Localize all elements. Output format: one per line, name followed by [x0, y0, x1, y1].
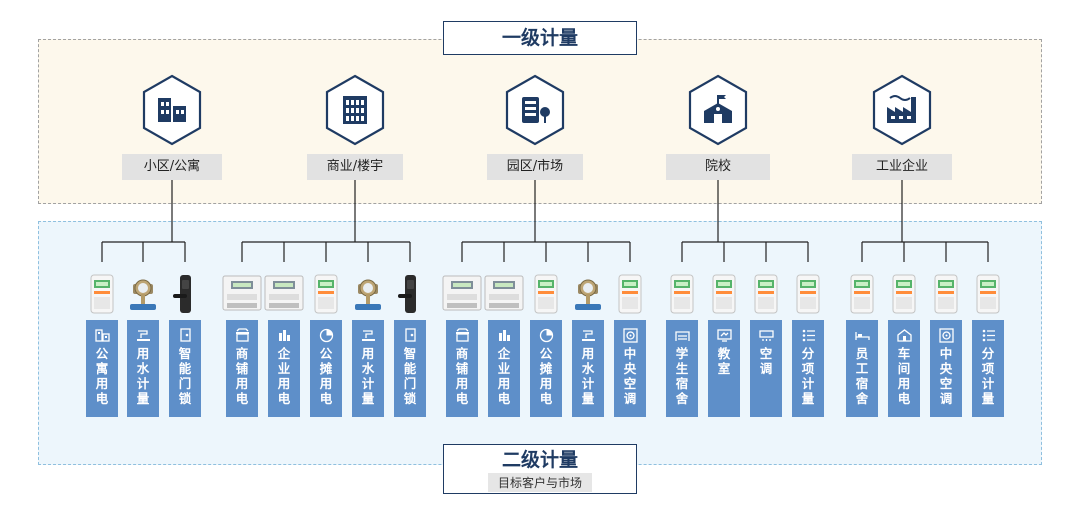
electric-meter-image — [617, 274, 643, 314]
electric-meter-image — [89, 274, 115, 314]
water-meter-image — [355, 274, 381, 314]
office-tower-icon — [324, 74, 386, 146]
metering-item-label: 公摊用电 — [319, 346, 333, 406]
metering-item-label: 空调 — [759, 346, 773, 376]
category-label: 园区/市场 — [487, 154, 583, 180]
metering-item-label: 智能门锁 — [403, 346, 417, 406]
classroom-icon — [708, 327, 740, 343]
water-tap-icon — [572, 327, 604, 343]
list-icon — [972, 327, 1004, 343]
metering-item: 中央空调 — [930, 320, 962, 417]
enterprise-icon — [488, 327, 520, 343]
door-lock-icon — [394, 327, 426, 343]
metering-item: 教室 — [708, 320, 740, 417]
metering-item-label: 商铺用电 — [455, 346, 469, 406]
metering-item-label: 用水计量 — [581, 346, 595, 406]
metering-item: 公摊用电 — [530, 320, 562, 417]
metering-item-label: 车间用电 — [897, 346, 911, 406]
metering-item-label: 员工宿舍 — [855, 346, 869, 406]
park-building-icon — [504, 74, 566, 146]
metering-item: 用水计量 — [352, 320, 384, 417]
dormitory-icon — [666, 327, 698, 343]
metering-item: 智能门锁 — [169, 320, 201, 417]
level2-subtitle: 目标客户与市场 — [487, 473, 592, 492]
pie-share-icon — [530, 327, 562, 343]
three-phase-meter-image — [442, 274, 482, 314]
category-label: 院校 — [666, 154, 770, 180]
metering-item-label: 学生宿舍 — [675, 346, 689, 406]
metering-item-label: 分项计量 — [981, 346, 995, 406]
metering-item: 企业用电 — [488, 320, 520, 417]
electric-meter-image — [933, 274, 959, 314]
metering-item-label: 公摊用电 — [539, 346, 553, 406]
metering-item: 商铺用电 — [226, 320, 258, 417]
metering-item-label: 中央空调 — [939, 346, 953, 406]
metering-item: 空调 — [750, 320, 782, 417]
metering-item: 分项计量 — [792, 320, 824, 417]
water-tap-icon — [352, 327, 384, 343]
metering-item: 车间用电 — [888, 320, 920, 417]
metering-item-label: 分项计量 — [801, 346, 815, 406]
metering-item: 分项计量 — [972, 320, 1004, 417]
electric-meter-image — [891, 274, 917, 314]
metering-item-label: 中央空调 — [623, 346, 637, 406]
category-label: 小区/公寓 — [122, 154, 222, 180]
category-label: 商业/楼宇 — [307, 154, 403, 180]
metering-item: 商铺用电 — [446, 320, 478, 417]
three-phase-meter-image — [222, 274, 262, 314]
electric-meter-image — [533, 274, 559, 314]
workshop-icon — [888, 327, 920, 343]
metering-item-label: 企业用电 — [277, 346, 291, 406]
category-label: 工业企业 — [852, 154, 952, 180]
bed-icon — [846, 327, 878, 343]
enterprise-icon — [268, 327, 300, 343]
metering-item-label: 用水计量 — [361, 346, 375, 406]
metering-item: 用水计量 — [127, 320, 159, 417]
electric-meter-image — [975, 274, 1001, 314]
shop-icon — [446, 327, 478, 343]
metering-item: 公寓用电 — [86, 320, 118, 417]
shop-icon — [226, 327, 258, 343]
electric-meter-image — [669, 274, 695, 314]
electric-meter-image — [753, 274, 779, 314]
metering-item: 员工宿舍 — [846, 320, 878, 417]
level2-title-box: 二级计量 目标客户与市场 — [443, 444, 637, 494]
electric-meter-image — [313, 274, 339, 314]
air-conditioner-icon — [750, 327, 782, 343]
door-lock-icon — [169, 327, 201, 343]
metering-item: 公摊用电 — [310, 320, 342, 417]
metering-item: 智能门锁 — [394, 320, 426, 417]
residential-building-icon — [141, 74, 203, 146]
school-icon — [687, 74, 749, 146]
metering-item: 企业用电 — [268, 320, 300, 417]
smart-lock-image — [172, 274, 198, 314]
metering-item-label: 教室 — [717, 346, 731, 376]
factory-icon — [871, 74, 933, 146]
metering-item-label: 用水计量 — [136, 346, 150, 406]
metering-item-label: 商铺用电 — [235, 346, 249, 406]
water-meter-image — [130, 274, 156, 314]
smart-lock-image — [397, 274, 423, 314]
pie-share-icon — [310, 327, 342, 343]
metering-item-label: 公寓用电 — [95, 346, 109, 406]
water-meter-image — [575, 274, 601, 314]
level1-title: 一级计量 — [443, 21, 637, 55]
three-phase-meter-image — [264, 274, 304, 314]
level2-title: 二级计量 — [501, 449, 578, 471]
electric-meter-image — [711, 274, 737, 314]
metering-item-label: 智能门锁 — [178, 346, 192, 406]
list-icon — [792, 327, 824, 343]
three-phase-meter-image — [484, 274, 524, 314]
metering-item: 中央空调 — [614, 320, 646, 417]
central-ac-icon — [930, 327, 962, 343]
electric-meter-image — [795, 274, 821, 314]
central-ac-icon — [614, 327, 646, 343]
metering-item-label: 企业用电 — [497, 346, 511, 406]
electric-meter-image — [849, 274, 875, 314]
metering-item: 学生宿舍 — [666, 320, 698, 417]
metering-item: 用水计量 — [572, 320, 604, 417]
water-tap-icon — [127, 327, 159, 343]
apartment-icon — [86, 327, 118, 343]
